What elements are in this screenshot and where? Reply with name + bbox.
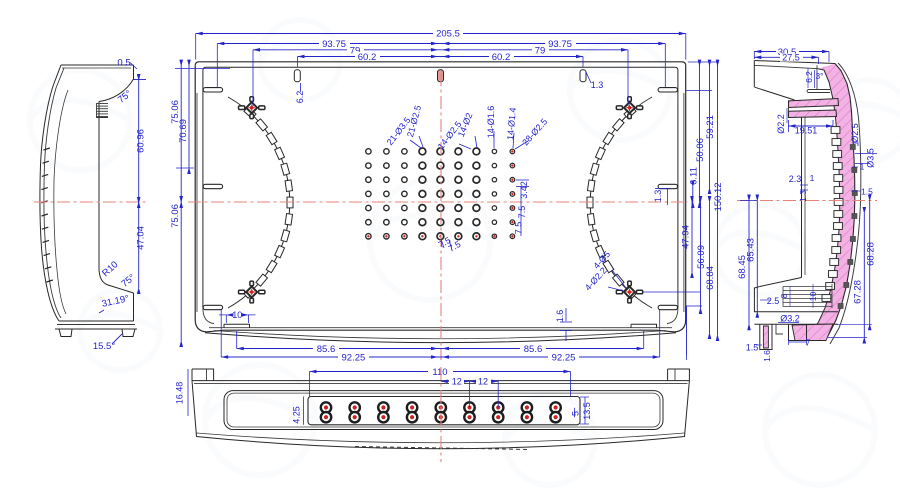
svg-text:75.06: 75.06	[170, 204, 181, 228]
svg-text:3.42: 3.42	[519, 181, 529, 199]
svg-text:92.25: 92.25	[342, 353, 366, 364]
svg-text:1.5: 1.5	[861, 187, 873, 197]
svg-text:15.5°: 15.5°	[93, 341, 115, 352]
svg-text:59.21: 59.21	[705, 115, 716, 139]
svg-text:67.28: 67.28	[853, 280, 864, 304]
svg-text:1.6: 1.6	[555, 310, 565, 323]
svg-text:7.5: 7.5	[514, 222, 524, 235]
svg-text:60.96: 60.96	[136, 129, 147, 153]
svg-text:79: 79	[350, 45, 361, 56]
svg-text:13.5: 13.5	[582, 402, 592, 420]
svg-text:93.75: 93.75	[548, 39, 572, 50]
svg-text:205.5: 205.5	[436, 29, 460, 40]
svg-text:8: 8	[779, 293, 789, 298]
svg-text:1.6: 1.6	[762, 350, 772, 362]
svg-text:2.3: 2.3	[789, 174, 802, 184]
svg-text:50.06: 50.06	[695, 138, 706, 162]
svg-text:0.5: 0.5	[117, 58, 130, 69]
svg-text:60.2: 60.2	[492, 52, 511, 63]
svg-text:47.94: 47.94	[681, 225, 692, 249]
svg-text:110: 110	[432, 367, 447, 378]
svg-text:3°: 3°	[816, 72, 824, 81]
svg-text:12: 12	[478, 376, 488, 386]
svg-text:65.43: 65.43	[746, 238, 757, 262]
svg-text:1: 1	[860, 162, 865, 172]
svg-text:1.5: 1.5	[746, 343, 759, 353]
svg-text:85.6: 85.6	[317, 344, 336, 355]
svg-text:79: 79	[535, 45, 546, 56]
svg-text:14-Ø1.6: 14-Ø1.6	[486, 106, 496, 139]
svg-text:12: 12	[452, 376, 462, 386]
svg-text:60.2: 60.2	[358, 52, 377, 63]
svg-text:7.5: 7.5	[517, 206, 527, 219]
svg-text:56.09: 56.09	[696, 245, 707, 269]
svg-text:1.3: 1.3	[798, 190, 808, 202]
svg-text:1: 1	[810, 173, 815, 183]
svg-text:75.06: 75.06	[170, 100, 181, 124]
svg-text:85.6: 85.6	[524, 344, 543, 355]
svg-text:150.12: 150.12	[713, 182, 724, 211]
svg-text:4.25: 4.25	[292, 406, 302, 424]
svg-text:7: 7	[806, 338, 811, 348]
svg-text:2.5: 2.5	[767, 296, 780, 306]
svg-text:68.45: 68.45	[737, 255, 748, 279]
svg-text:1.3: 1.3	[653, 190, 663, 203]
svg-text:6.2: 6.2	[295, 91, 305, 104]
svg-text:1.3: 1.3	[591, 80, 604, 90]
svg-text:93.75: 93.75	[322, 39, 346, 50]
svg-text:70.69: 70.69	[178, 119, 189, 143]
svg-text:Ø2.5: Ø2.5	[850, 123, 860, 143]
svg-text:5: 5	[571, 411, 581, 416]
svg-text:6.11: 6.11	[689, 167, 700, 185]
svg-text:92.25: 92.25	[552, 353, 576, 364]
svg-text:68.28: 68.28	[866, 242, 877, 266]
svg-text:14-Ø1.4: 14-Ø1.4	[505, 107, 518, 140]
svg-text:16.48: 16.48	[175, 382, 185, 405]
svg-text:Ø3.5: Ø3.5	[866, 148, 876, 168]
svg-text:Ø2.2: Ø2.2	[776, 114, 786, 134]
svg-text:27.5: 27.5	[782, 53, 800, 63]
svg-text:10: 10	[232, 310, 242, 320]
svg-text:47.04: 47.04	[136, 226, 147, 250]
svg-text:19.51: 19.51	[795, 126, 818, 136]
svg-text:30.5: 30.5	[778, 47, 797, 58]
svg-text:Ø3.2: Ø3.2	[780, 314, 800, 324]
svg-text:68.84: 68.84	[705, 266, 716, 290]
svg-text:6.2: 6.2	[804, 71, 814, 83]
